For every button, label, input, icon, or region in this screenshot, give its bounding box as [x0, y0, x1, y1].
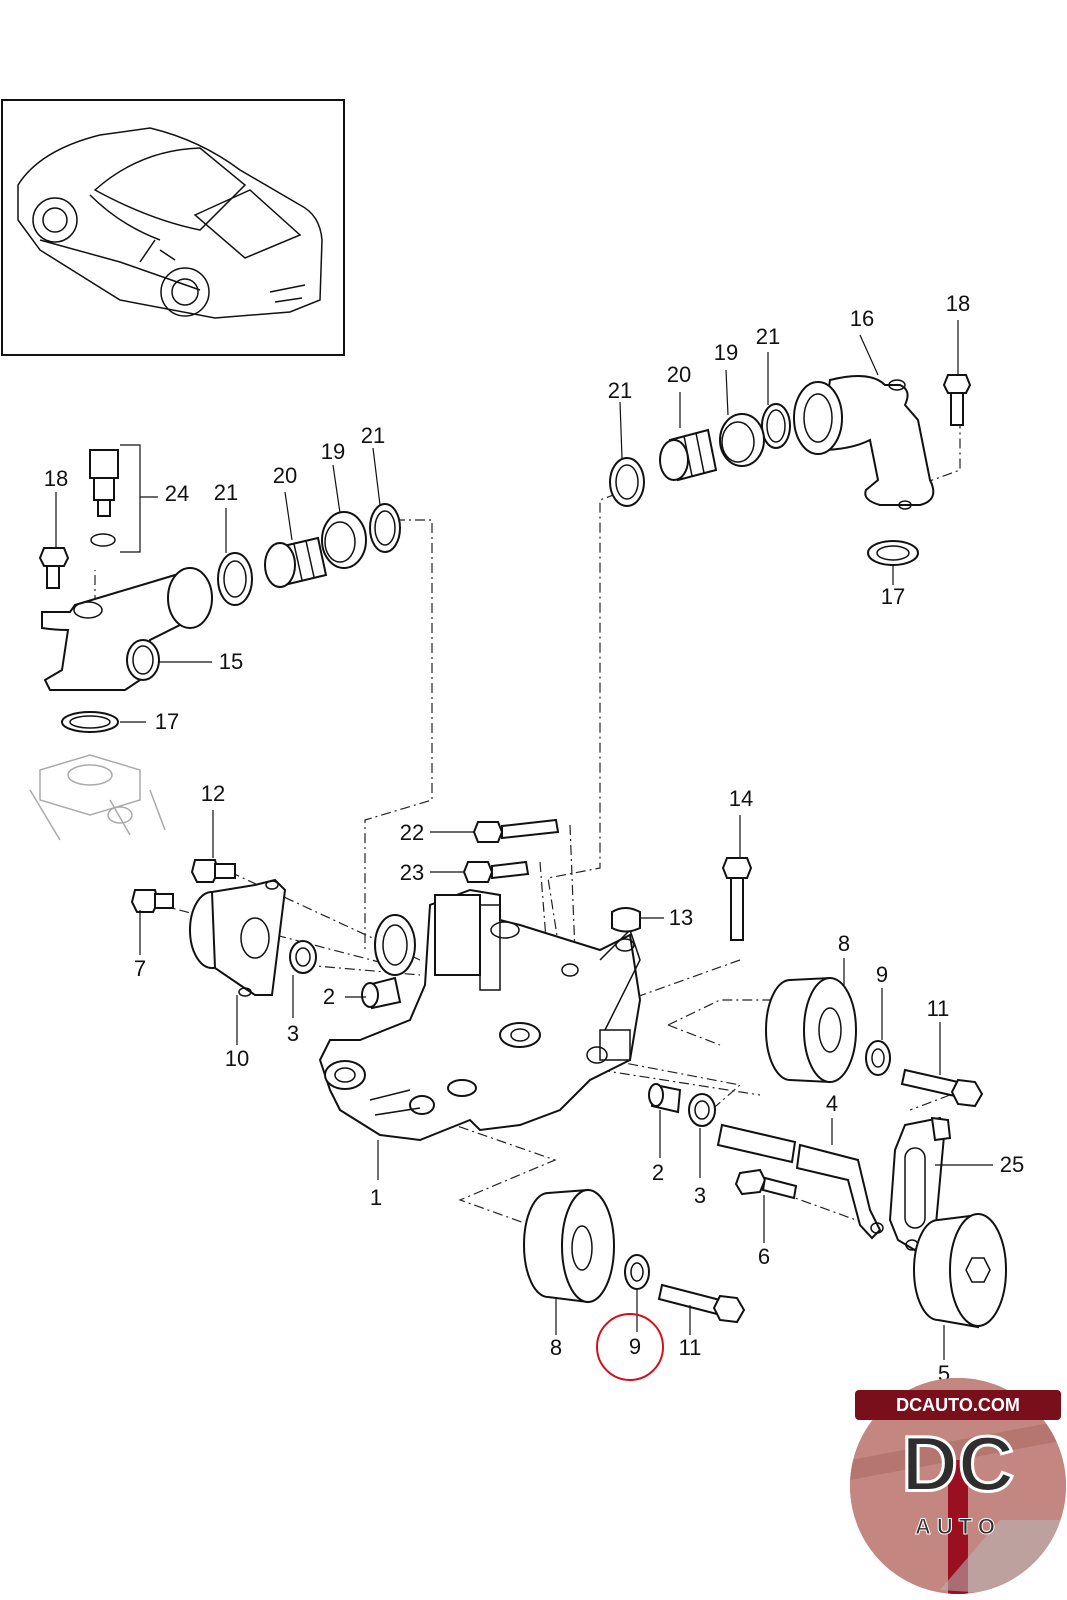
- label-part-21-right-b: 21: [608, 378, 632, 403]
- idler-pulley-8-upper: [765, 976, 857, 1084]
- label-part-6: 6: [758, 1244, 770, 1269]
- label-part-10: 10: [225, 1046, 249, 1071]
- car-illustration: [17, 127, 323, 319]
- label-part-7: 7: [134, 956, 146, 981]
- label-part-8-lower: 8: [550, 1335, 562, 1360]
- seal-ring-21-left-a: [217, 552, 253, 606]
- label-part-13: 13: [669, 905, 693, 930]
- label-part-19-left: 19: [321, 439, 345, 464]
- gasket-17-right: [867, 540, 919, 566]
- label-part-14: 14: [729, 786, 753, 811]
- label-part-12: 12: [201, 781, 225, 806]
- part-labels: 18 16 21 19 20 21 17 21 19 20 18 24 21 1…: [44, 291, 1024, 1386]
- small-parts: [130, 818, 1007, 1329]
- bolt-18-right: [942, 374, 972, 426]
- bolt-6: [734, 1168, 798, 1200]
- label-part-21-left-b: 21: [361, 423, 385, 448]
- pipe-elbow-16: [793, 375, 935, 510]
- vehicle-thumbnail: [1, 99, 345, 356]
- leader-lines: [55, 320, 993, 1360]
- seal-ring-21-right-a: [761, 403, 791, 449]
- main-housing-1: [318, 888, 642, 1142]
- label-part-9-upper: 9: [876, 962, 888, 987]
- washer-9-upper: [865, 1040, 891, 1076]
- bolt-11-lower: [657, 1283, 746, 1324]
- bolt-7: [130, 889, 174, 913]
- label-part-20-right: 20: [667, 362, 691, 387]
- thermostat-housing-10: [189, 878, 287, 997]
- bracket-plate-25: [888, 1116, 952, 1254]
- label-part-3-lower: 3: [694, 1183, 706, 1208]
- bolt-18-left: [38, 547, 70, 589]
- label-part-17-left: 17: [155, 709, 179, 734]
- dcauto-watermark: DCAUTO.COM DC AUTO: [850, 1378, 1066, 1594]
- sleeve-20-right: [659, 428, 718, 482]
- label-part-17-right: 17: [881, 584, 905, 609]
- label-part-21-right-a: 21: [756, 324, 780, 349]
- cap-13: [611, 907, 641, 933]
- bushing-3-upper: [289, 940, 317, 974]
- label-part-9-lower: 9: [629, 1334, 641, 1359]
- seal-ring-21-right-b: [609, 457, 645, 507]
- label-part-4: 4: [826, 1091, 838, 1116]
- label-part-18-right: 18: [946, 291, 970, 316]
- sleeve-2-upper: [361, 976, 402, 1010]
- pipe-15: [41, 567, 213, 691]
- flange-19-left: [321, 511, 367, 569]
- label-part-20-left: 20: [273, 463, 297, 488]
- bolt-12: [190, 859, 236, 883]
- bolt-11-upper: [900, 1068, 984, 1108]
- label-part-21-left-a: 21: [214, 480, 238, 505]
- label-part-16: 16: [850, 306, 874, 331]
- watermark-logo-text: DC: [902, 1420, 1015, 1508]
- sleeve-20-left: [264, 536, 328, 588]
- label-part-11-lower: 11: [679, 1335, 702, 1360]
- label-part-25: 25: [1000, 1152, 1024, 1177]
- watermark-sub-text: AUTO: [915, 1514, 1001, 1539]
- coolant-pipe-right-group: [609, 374, 972, 566]
- highlight-circle: [596, 1313, 664, 1381]
- engine-reference-sketch: [29, 754, 166, 841]
- washer-9-lower: [624, 1254, 650, 1290]
- label-part-18-left: 18: [44, 466, 68, 491]
- label-part-8-upper: 8: [838, 931, 850, 956]
- label-part-1: 1: [370, 1185, 382, 1210]
- bushing-3-lower: [688, 1093, 716, 1127]
- temp-sensor-24: [89, 449, 119, 547]
- watermark-domain-text: DCAUTO.COM: [896, 1395, 1020, 1415]
- flange-19-right: [719, 413, 765, 467]
- label-part-22: 22: [400, 820, 424, 845]
- label-part-2-upper: 2: [323, 984, 335, 1009]
- label-part-19-right: 19: [714, 340, 738, 365]
- label-part-11-upper: 11: [927, 996, 950, 1021]
- tensioner-pulley-5: [913, 1213, 1007, 1329]
- bolt-23: [462, 860, 530, 883]
- coolant-pipe-left-group: [29, 449, 401, 841]
- idler-pulley-8-lower: [523, 1188, 615, 1304]
- bolt-22: [472, 818, 560, 843]
- label-part-3-upper: 3: [287, 1021, 299, 1046]
- tensioner-rod-4: [716, 1123, 884, 1240]
- label-part-2-lower: 2: [652, 1160, 664, 1185]
- bolt-14: [721, 857, 753, 941]
- label-part-23: 23: [400, 860, 424, 885]
- sleeve-2-lower: [648, 1083, 682, 1114]
- seal-ring-21-left-b: [369, 503, 401, 553]
- label-part-24: 24: [165, 481, 189, 506]
- label-part-15: 15: [219, 649, 243, 674]
